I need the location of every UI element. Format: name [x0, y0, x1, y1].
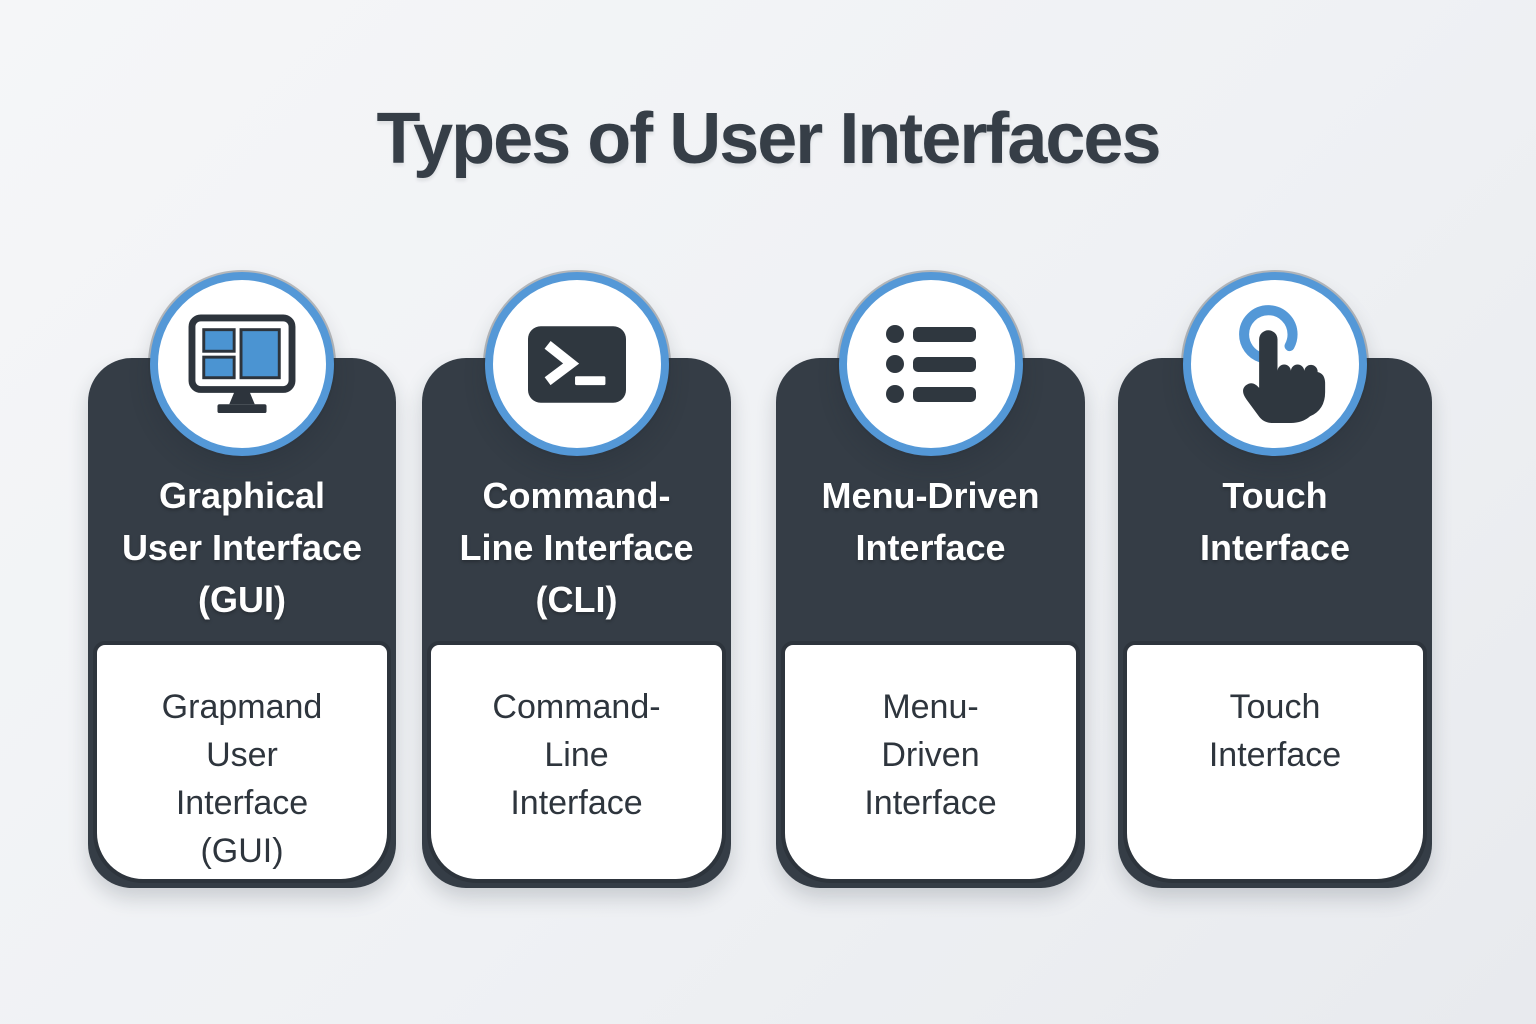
body-line: Interface — [1208, 736, 1342, 774]
body-line: Line — [544, 736, 609, 774]
header-line: Menu-Driven — [821, 475, 1040, 516]
card-gui-header: Graphical User Interface (GUI) — [88, 470, 396, 626]
card-gui-body: Grapmand User Interface (GUI) — [93, 641, 391, 883]
body-line: Grapmand — [161, 688, 323, 726]
body-line: Interface — [864, 784, 997, 822]
touch-icon — [1239, 304, 1326, 423]
touch-icon-circle — [1183, 272, 1367, 456]
menu-list-icon — [885, 325, 976, 403]
menu-icon-circle — [838, 272, 1023, 456]
card-cli-body: Command- Line Interface — [427, 641, 726, 883]
card-cli-header: Command- Line Interface (CLI) — [422, 470, 731, 626]
body-line: Driven — [881, 736, 980, 774]
card-menu-body: Menu- Driven Interface — [781, 641, 1080, 883]
header-line: Line Interface — [459, 527, 694, 568]
body-line: Command- — [492, 688, 661, 726]
header-line: Graphical — [158, 475, 326, 516]
card-touch-header: Touch Interface — [1118, 470, 1432, 574]
gui-monitor-icon — [188, 314, 296, 414]
card-menu-driven: Menu-Driven Interface Menu- Driven Inter… — [776, 272, 1085, 888]
body-line: Interface — [510, 784, 643, 822]
cli-icon-circle — [484, 272, 669, 456]
card-touch: Touch Interface Touch Interface — [1118, 272, 1432, 888]
header-line: (GUI) — [198, 579, 286, 620]
page-title: Types of User Interfaces — [376, 99, 1162, 179]
body-line: (GUI) — [200, 832, 284, 870]
body-line: Menu- — [882, 688, 979, 726]
header-line: Touch — [1222, 475, 1328, 516]
body-line: Interface — [175, 784, 309, 822]
header-line: Interface — [1199, 527, 1351, 568]
header-line: (CLI) — [535, 579, 618, 620]
gui-icon-circle — [150, 272, 334, 456]
terminal-icon — [527, 325, 626, 403]
card-cli: Command- Line Interface (CLI) Command- L… — [422, 272, 731, 888]
header-line: Command- — [482, 475, 671, 516]
header-line: User Interface — [121, 527, 363, 568]
body-line: User — [206, 736, 278, 774]
body-line: Touch — [1229, 688, 1321, 726]
card-menu-header: Menu-Driven Interface — [776, 470, 1085, 574]
card-touch-body: Touch Interface — [1123, 641, 1427, 883]
card-gui: Graphical User Interface (GUI) Grapmand … — [88, 272, 396, 888]
header-line: Interface — [855, 527, 1006, 568]
